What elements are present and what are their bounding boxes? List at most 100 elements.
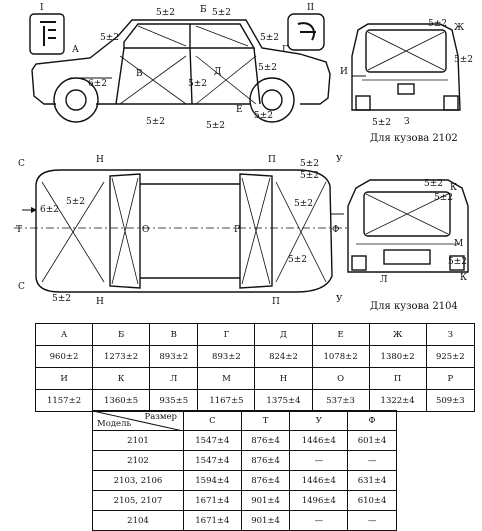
- table-cell: 1078±2: [311, 345, 370, 368]
- rear-2102-labels: 5±2 Ж 5±2 И 5±2 З Для кузова 2102: [340, 19, 473, 144]
- table-cell: 824±2: [254, 345, 313, 368]
- column-header: С: [183, 410, 242, 431]
- side-view: [29, 13, 331, 123]
- model-cell: 2102: [92, 450, 184, 471]
- label-k-bottom: К: [460, 273, 467, 283]
- table-head-cell: П: [368, 367, 427, 390]
- table-header-row: Размер Модель С Т У Ф: [92, 410, 397, 431]
- label-f: Ф: [332, 225, 339, 235]
- table-cell: —: [289, 450, 349, 471]
- table-cell: 876±4: [240, 450, 291, 471]
- dimension-table: А Б В Г Д Е Ж З 960±2 1273±2 893±2 893±2…: [34, 323, 476, 412]
- label-n-top: Н: [96, 155, 104, 165]
- model-cell: 2101: [92, 430, 184, 451]
- label-k-top: К: [450, 183, 457, 193]
- table-cell: 925±2: [425, 345, 476, 368]
- label-u-bottom: У: [336, 295, 343, 305]
- table-cell: 1157±2: [34, 389, 94, 412]
- table-cell: —: [347, 450, 397, 471]
- caption-2104: Для кузова 2104: [370, 301, 458, 312]
- table-head-cell: Л: [149, 367, 199, 390]
- inset-i-frame: [29, 13, 65, 55]
- inset-label-ii: II: [307, 3, 315, 13]
- tol-top-4: 6±2: [40, 205, 59, 215]
- table-cell: 610±4: [347, 490, 397, 511]
- side-view-labels: I II А Б В Г Д Е 5±2 5±2 5±2 5±2 6±2 5±2…: [40, 3, 315, 131]
- inset-label-i: I: [40, 3, 44, 13]
- model-dimension-table: Размер Модель С Т У Ф 2101 1547±4 876±4 …: [92, 410, 397, 531]
- table-row: 960±2 1273±2 893±2 893±2 824±2 1078±2 13…: [34, 345, 476, 368]
- table-row: А Б В Г Д Е Ж З: [34, 323, 476, 346]
- label-r: Р: [234, 225, 240, 235]
- table-row: 2102 1547±4 876±4 — —: [92, 450, 397, 471]
- tol-3: 5±2: [100, 33, 119, 43]
- table-head-cell: Е: [311, 323, 370, 346]
- tol-2104-3: 5±2: [448, 257, 467, 267]
- label-s-top: С: [18, 159, 25, 169]
- table-cell: 901±4: [240, 510, 291, 531]
- table-head-cell: И: [34, 367, 94, 390]
- tol-2104-2: 5±2: [434, 193, 453, 203]
- table-cell: 601±4: [347, 430, 397, 451]
- tol-2102-2: 5±2: [454, 55, 473, 65]
- table-cell: 537±3: [311, 389, 370, 412]
- table-head-cell: З: [425, 323, 476, 346]
- tol-top-3: 5±2: [66, 197, 85, 207]
- label-zh: Ж: [454, 23, 464, 33]
- table-cell: 876±4: [240, 470, 291, 491]
- table-row: 1157±2 1360±5 935±5 1167±5 1375±4 537±3 …: [34, 389, 476, 412]
- label-v: В: [136, 69, 143, 79]
- label-m: М: [454, 239, 463, 249]
- label-s-bottom: С: [18, 282, 25, 292]
- table-cell: 935±5: [149, 389, 199, 412]
- table-cell: 876±4: [240, 430, 291, 451]
- table-cell: 1671±4: [183, 490, 242, 511]
- tol-10: 5±2: [254, 111, 273, 121]
- table-head-cell: Д: [254, 323, 313, 346]
- column-header: Ф: [347, 410, 397, 431]
- table-cell: 1360±5: [92, 389, 151, 412]
- tol-2: 5±2: [212, 8, 231, 18]
- tol-2102-1: 5±2: [428, 19, 447, 29]
- tol-top-7: 5±2: [52, 294, 71, 304]
- tol-7: 5±2: [188, 79, 207, 89]
- table-cell: 893±2: [149, 345, 199, 368]
- label-e: Е: [236, 105, 243, 115]
- top-view: [14, 169, 348, 293]
- tol-top-1: 5±2: [300, 159, 319, 169]
- label-u-top: У: [336, 155, 343, 165]
- table-cell: 1375±4: [254, 389, 313, 412]
- label-i: И: [340, 67, 348, 77]
- table-head-cell: Н: [254, 367, 313, 390]
- tol-top-6: 5±2: [288, 255, 307, 265]
- table-row: 2101 1547±4 876±4 1446±4 601±4: [92, 430, 397, 451]
- label-l: Л: [380, 275, 388, 285]
- table-cell: —: [347, 510, 397, 531]
- model-cell: 2105, 2107: [92, 490, 184, 511]
- table-cell: 1496±4: [289, 490, 349, 511]
- label-p-bottom: П: [272, 297, 280, 307]
- tol-8: 5±2: [146, 117, 165, 127]
- label-o: О: [142, 225, 149, 235]
- table-head-cell: М: [197, 367, 256, 390]
- tol-top-2: 5±2: [300, 171, 319, 181]
- table-head-cell: Б: [92, 323, 151, 346]
- table-head-cell: Ж: [368, 323, 427, 346]
- table-cell: 1273±2: [92, 345, 151, 368]
- label-n-bottom: Н: [96, 297, 104, 307]
- table-head-cell: К: [92, 367, 151, 390]
- column-header: У: [289, 410, 349, 431]
- table-row: И К Л М Н О П Р: [34, 367, 476, 390]
- table-cell: 1671±4: [183, 510, 242, 531]
- rear-2102-view: [351, 23, 461, 111]
- inset-ii-frame: [287, 13, 325, 51]
- label-a: А: [72, 45, 79, 55]
- tol-5: 6±2: [88, 79, 107, 89]
- tol-2102-3: 5±2: [372, 118, 391, 128]
- corner-label-model: Модель: [97, 419, 132, 429]
- table-row: 2103, 2106 1594±4 876±4 1446±4 631±4: [92, 470, 397, 491]
- table-cell: —: [289, 510, 349, 531]
- table-cell: 1547±4: [183, 430, 242, 451]
- table-cell: 1322±4: [368, 389, 427, 412]
- table-cell: 1380±2: [368, 345, 427, 368]
